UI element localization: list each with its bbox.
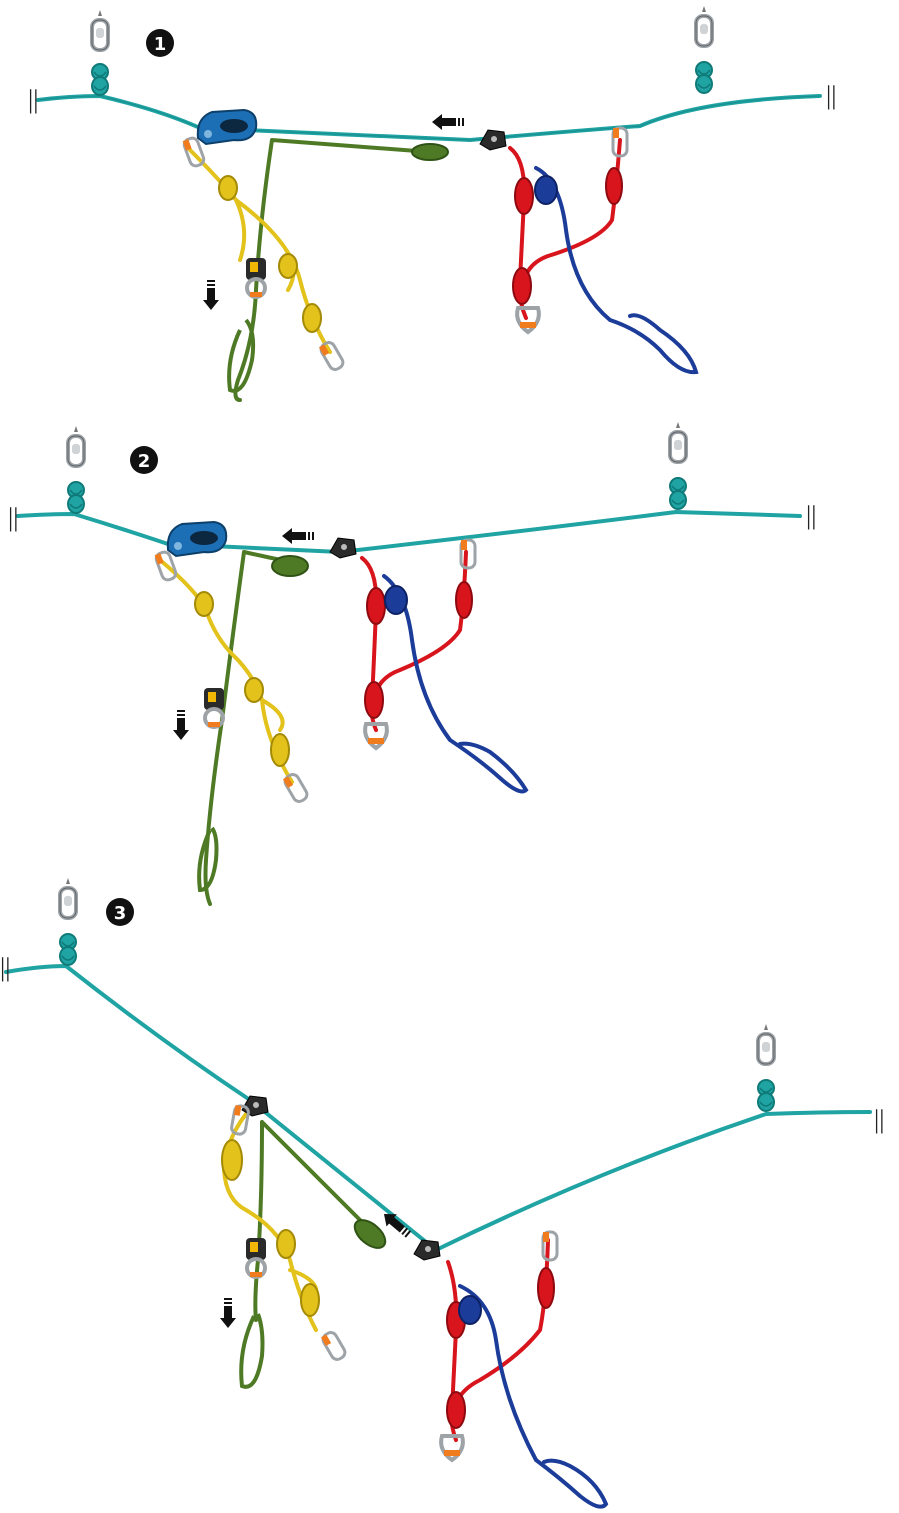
svg-text:3: 3 [114, 903, 127, 924]
haul-knot [271, 555, 309, 577]
svg-text:||: || [826, 81, 836, 110]
tail-rope [458, 1284, 609, 1509]
tether-knot [514, 177, 534, 215]
step-badge: 1 [146, 29, 174, 57]
lanyard-knot [300, 1283, 320, 1317]
step-badge: 2 [130, 446, 158, 474]
tail-knot [384, 585, 408, 615]
tether-knot [605, 167, 623, 205]
step-1-panel: || || [28, 4, 836, 402]
direction-arrow-icon [203, 280, 219, 310]
line-break-mark: || [874, 1105, 884, 1134]
d-ring-icon [515, 306, 541, 334]
haul-knot [411, 143, 449, 161]
line-break-mark: || [0, 953, 10, 982]
tail-rope [382, 574, 529, 794]
lanyard-knot [244, 677, 264, 703]
lanyard-knot [276, 1229, 296, 1259]
step-2-panel: || || 2 [8, 420, 816, 906]
main-line [16, 509, 802, 555]
anchor-bolt-icon [90, 8, 110, 52]
svg-text:||: || [8, 503, 18, 532]
tether-knot [366, 587, 386, 625]
tether-knot [446, 1391, 466, 1429]
svg-text:||: || [0, 953, 10, 982]
lanyard-knot [194, 591, 214, 617]
line-break-mark: || [28, 85, 38, 114]
step-badge: 3 [106, 898, 134, 926]
lanyard-knot [278, 253, 298, 279]
anchor-knot [91, 63, 109, 96]
anchor-knot [67, 481, 85, 514]
anchor-knot [669, 477, 687, 510]
svg-text:2: 2 [138, 451, 151, 472]
lanyard-knot [221, 1139, 243, 1181]
lanyard-knot [218, 175, 238, 201]
main-line [4, 963, 872, 1253]
pulley-icon [479, 129, 507, 151]
anchor-bolt-icon [668, 420, 688, 464]
anchor-knot [59, 933, 77, 966]
anchor-bolt-icon [756, 1022, 776, 1066]
carabiner-icon [459, 538, 477, 570]
descender-icon [196, 109, 258, 145]
svg-text:||: || [806, 501, 816, 530]
anchor-bolt-icon [694, 4, 714, 48]
tail-knot [458, 1295, 482, 1325]
svg-text:||: || [28, 85, 38, 114]
anchor-bolt-icon [66, 424, 86, 468]
pulley-icon [413, 1239, 441, 1261]
lanyard-knot [302, 303, 322, 333]
tail-knot [534, 175, 558, 205]
haul-knot [353, 1219, 387, 1249]
line-break-mark: || [8, 503, 18, 532]
descender-icon [166, 521, 228, 557]
svg-text:||: || [874, 1105, 884, 1134]
direction-arrow-icon [220, 1298, 236, 1328]
tether-knot [455, 581, 473, 619]
lanyard-knot [270, 733, 290, 767]
step-3-panel: || || 3 [0, 876, 884, 1509]
anchor-knot [695, 61, 713, 94]
direction-arrow-icon [282, 528, 314, 544]
d-ring-icon [439, 1434, 465, 1462]
svg-text:1: 1 [154, 34, 167, 55]
pulley-icon [329, 537, 357, 559]
tether-knot [512, 267, 532, 305]
tether-knot [364, 681, 384, 719]
line-break-mark: || [826, 81, 836, 110]
direction-arrow-icon [173, 710, 189, 740]
anchor-bolt-icon [58, 876, 78, 920]
main-line [36, 93, 822, 143]
carabiner-icon [317, 338, 347, 374]
tether-knot [537, 1267, 555, 1309]
carabiner-icon [281, 770, 311, 806]
rope-grab-icon [202, 686, 226, 729]
tail-rope [534, 166, 699, 375]
direction-arrow-icon [432, 114, 464, 130]
carabiner-icon [319, 1328, 349, 1364]
line-break-mark: || [806, 501, 816, 530]
anchor-knot [757, 1079, 775, 1112]
carabiner-icon [541, 1230, 559, 1262]
